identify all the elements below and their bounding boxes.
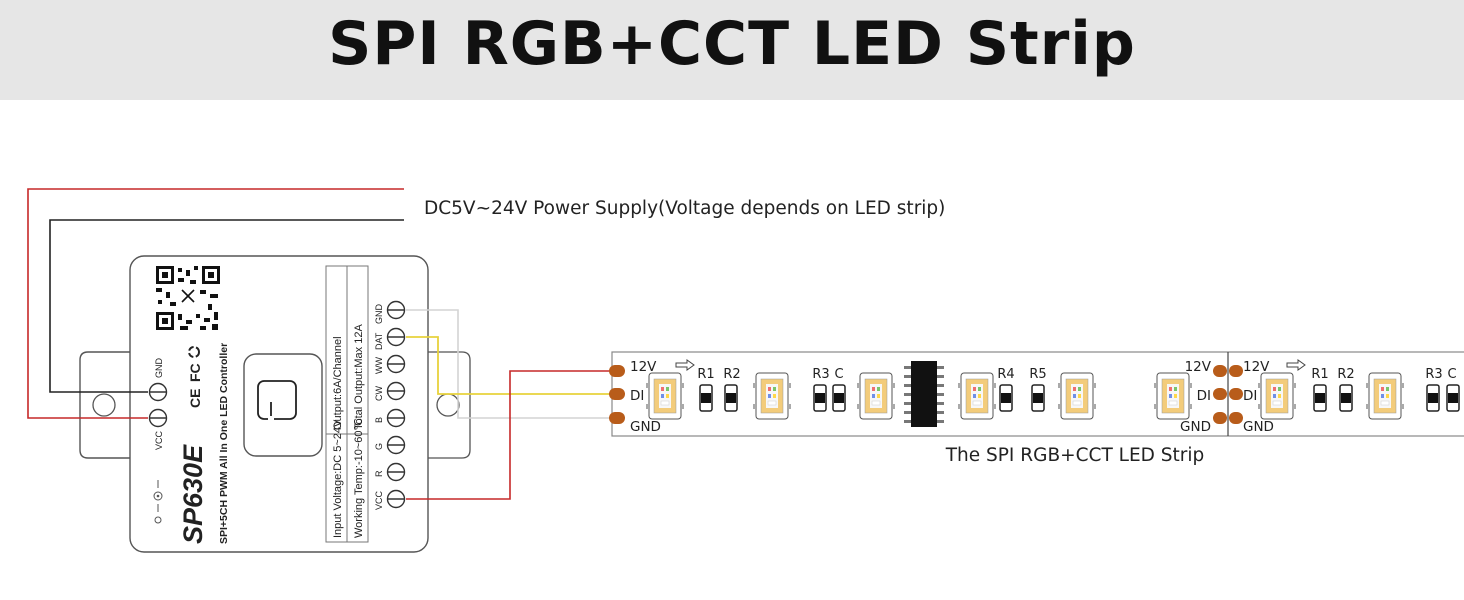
terminal-label-ww: WW xyxy=(374,357,384,374)
led-chip xyxy=(1365,372,1405,420)
terminal-label-r: R xyxy=(374,470,384,477)
component-label-r4: R4 xyxy=(997,367,1014,382)
pad-label-gnd-in-2: GND xyxy=(1243,419,1274,435)
resistor-r5 xyxy=(1031,384,1045,412)
terminal-label-vcc: VCC xyxy=(374,490,384,510)
output-terminal-g[interactable] xyxy=(386,435,406,455)
ic-chip xyxy=(904,361,944,427)
capacitor-c-2 xyxy=(1446,384,1460,412)
spec-output-per-channel: Output:6A/Channel xyxy=(332,336,344,430)
pad-label-di-out: DI xyxy=(1197,388,1211,404)
pad-label-gnd-out: GND xyxy=(1180,419,1211,435)
direction-arrow-icon xyxy=(1286,359,1306,371)
led-chip xyxy=(1257,372,1297,420)
component-label-c: C xyxy=(834,367,843,382)
output-terminal-b[interactable] xyxy=(386,408,406,428)
component-label-r1: R1 xyxy=(697,367,714,382)
spec-box xyxy=(325,265,369,543)
title-banner: SPI RGB+CCT LED Strip xyxy=(0,0,1464,100)
strip-data-wire xyxy=(406,336,612,395)
output-terminal-cw[interactable] xyxy=(386,381,406,401)
resistor-r1-2 xyxy=(1313,384,1327,412)
power-terminal-label-gnd: GND xyxy=(154,358,164,379)
page-title: SPI RGB+CCT LED Strip xyxy=(328,9,1136,79)
terminal-label-g: G xyxy=(374,443,384,450)
resistor-r2 xyxy=(724,384,738,412)
pad-label-di-in: DI xyxy=(630,388,644,404)
pad-di-out[interactable] xyxy=(1213,388,1227,400)
resistor-r3 xyxy=(813,384,827,412)
controller-model: SP630E xyxy=(178,444,208,544)
power-terminal-gnd[interactable] xyxy=(148,382,168,402)
pad-label-gnd-in: GND xyxy=(630,419,661,435)
terminal-label-dat: DAT xyxy=(374,332,384,350)
power-supply-label: DC5V~24V Power Supply(Voltage depends on… xyxy=(424,198,945,219)
input-pads xyxy=(609,365,625,424)
pad-12v-out[interactable] xyxy=(1213,365,1227,377)
power-button-icon[interactable] xyxy=(243,353,323,457)
power-vcc-wire xyxy=(27,188,404,419)
output-terminal-ww[interactable] xyxy=(386,354,406,374)
resistor-r2-2 xyxy=(1339,384,1353,412)
pad-di-in-2[interactable] xyxy=(1229,388,1243,400)
component-label-r2-2: R2 xyxy=(1337,367,1354,382)
terminal-label-cw: CW xyxy=(374,386,384,401)
component-label-r3-2: R3 xyxy=(1425,367,1442,382)
led-chip xyxy=(957,372,997,420)
output-terminal-r[interactable] xyxy=(386,462,406,482)
pad-gnd-out[interactable] xyxy=(1213,412,1227,424)
cut-pads xyxy=(1213,365,1243,424)
qr-code-icon xyxy=(156,266,220,330)
pad-label-12v-out: 12V xyxy=(1185,359,1212,375)
component-label-c-2: C xyxy=(1447,367,1456,382)
pad-di-in[interactable] xyxy=(609,388,625,400)
strip-gnd-wire xyxy=(406,309,612,419)
capacitor-c xyxy=(832,384,846,412)
direction-arrow-icon xyxy=(675,359,695,371)
power-terminal-label-vcc: VCC xyxy=(154,430,164,450)
spec-input-voltage: Input Voltage:DC 5~24V xyxy=(332,419,344,538)
pad-12v-in[interactable] xyxy=(609,365,625,377)
led-chip xyxy=(856,372,896,420)
terminal-label-gnd: GND xyxy=(374,304,384,325)
pad-gnd-in[interactable] xyxy=(609,412,625,424)
component-label-r1-2: R1 xyxy=(1311,367,1328,382)
led-chip xyxy=(645,372,685,420)
pad-label-di-in-2: DI xyxy=(1243,388,1257,404)
component-label-r2: R2 xyxy=(723,367,740,382)
led-chip xyxy=(752,372,792,420)
dc-polarity-icon xyxy=(153,480,163,524)
pad-label-12v-in-2: 12V xyxy=(1243,359,1270,375)
pad-label-12v-in: 12V xyxy=(630,359,657,375)
pad-gnd-in-2[interactable] xyxy=(1229,412,1243,424)
output-terminal-gnd[interactable] xyxy=(386,300,406,320)
spec-total-output: Total Output:Max 12A xyxy=(353,324,365,430)
controller-subtitle: SPI+5CH PWM All In One LED Controller xyxy=(218,343,230,544)
power-gnd-wire xyxy=(49,219,404,393)
output-terminal-dat[interactable] xyxy=(386,327,406,347)
pad-12v-in-2[interactable] xyxy=(1229,365,1243,377)
output-terminal-vcc[interactable] xyxy=(386,489,406,509)
strip-vcc-wire xyxy=(406,370,612,500)
wires xyxy=(27,188,612,500)
resistor-r3-2 xyxy=(1426,384,1440,412)
resistor-r1 xyxy=(699,384,713,412)
wiring-diagram: SP630E SPI+5CH PWM All In One LED Contro… xyxy=(27,188,1464,553)
power-terminal-vcc[interactable] xyxy=(148,408,168,428)
component-label-r3: R3 xyxy=(812,367,829,382)
recycle-icon xyxy=(188,346,200,358)
spec-working-temp: Working Temp:-10~60℃ xyxy=(353,418,365,538)
led-chip xyxy=(1153,372,1193,420)
terminal-label-b: B xyxy=(374,417,384,423)
certification-fc: FC xyxy=(187,363,203,382)
strip-caption: The SPI RGB+CCT LED Strip xyxy=(945,445,1205,466)
led-chip xyxy=(1057,372,1097,420)
resistor-r4 xyxy=(999,384,1013,412)
component-label-r5: R5 xyxy=(1029,367,1046,382)
certification-ce: CE xyxy=(187,389,203,408)
